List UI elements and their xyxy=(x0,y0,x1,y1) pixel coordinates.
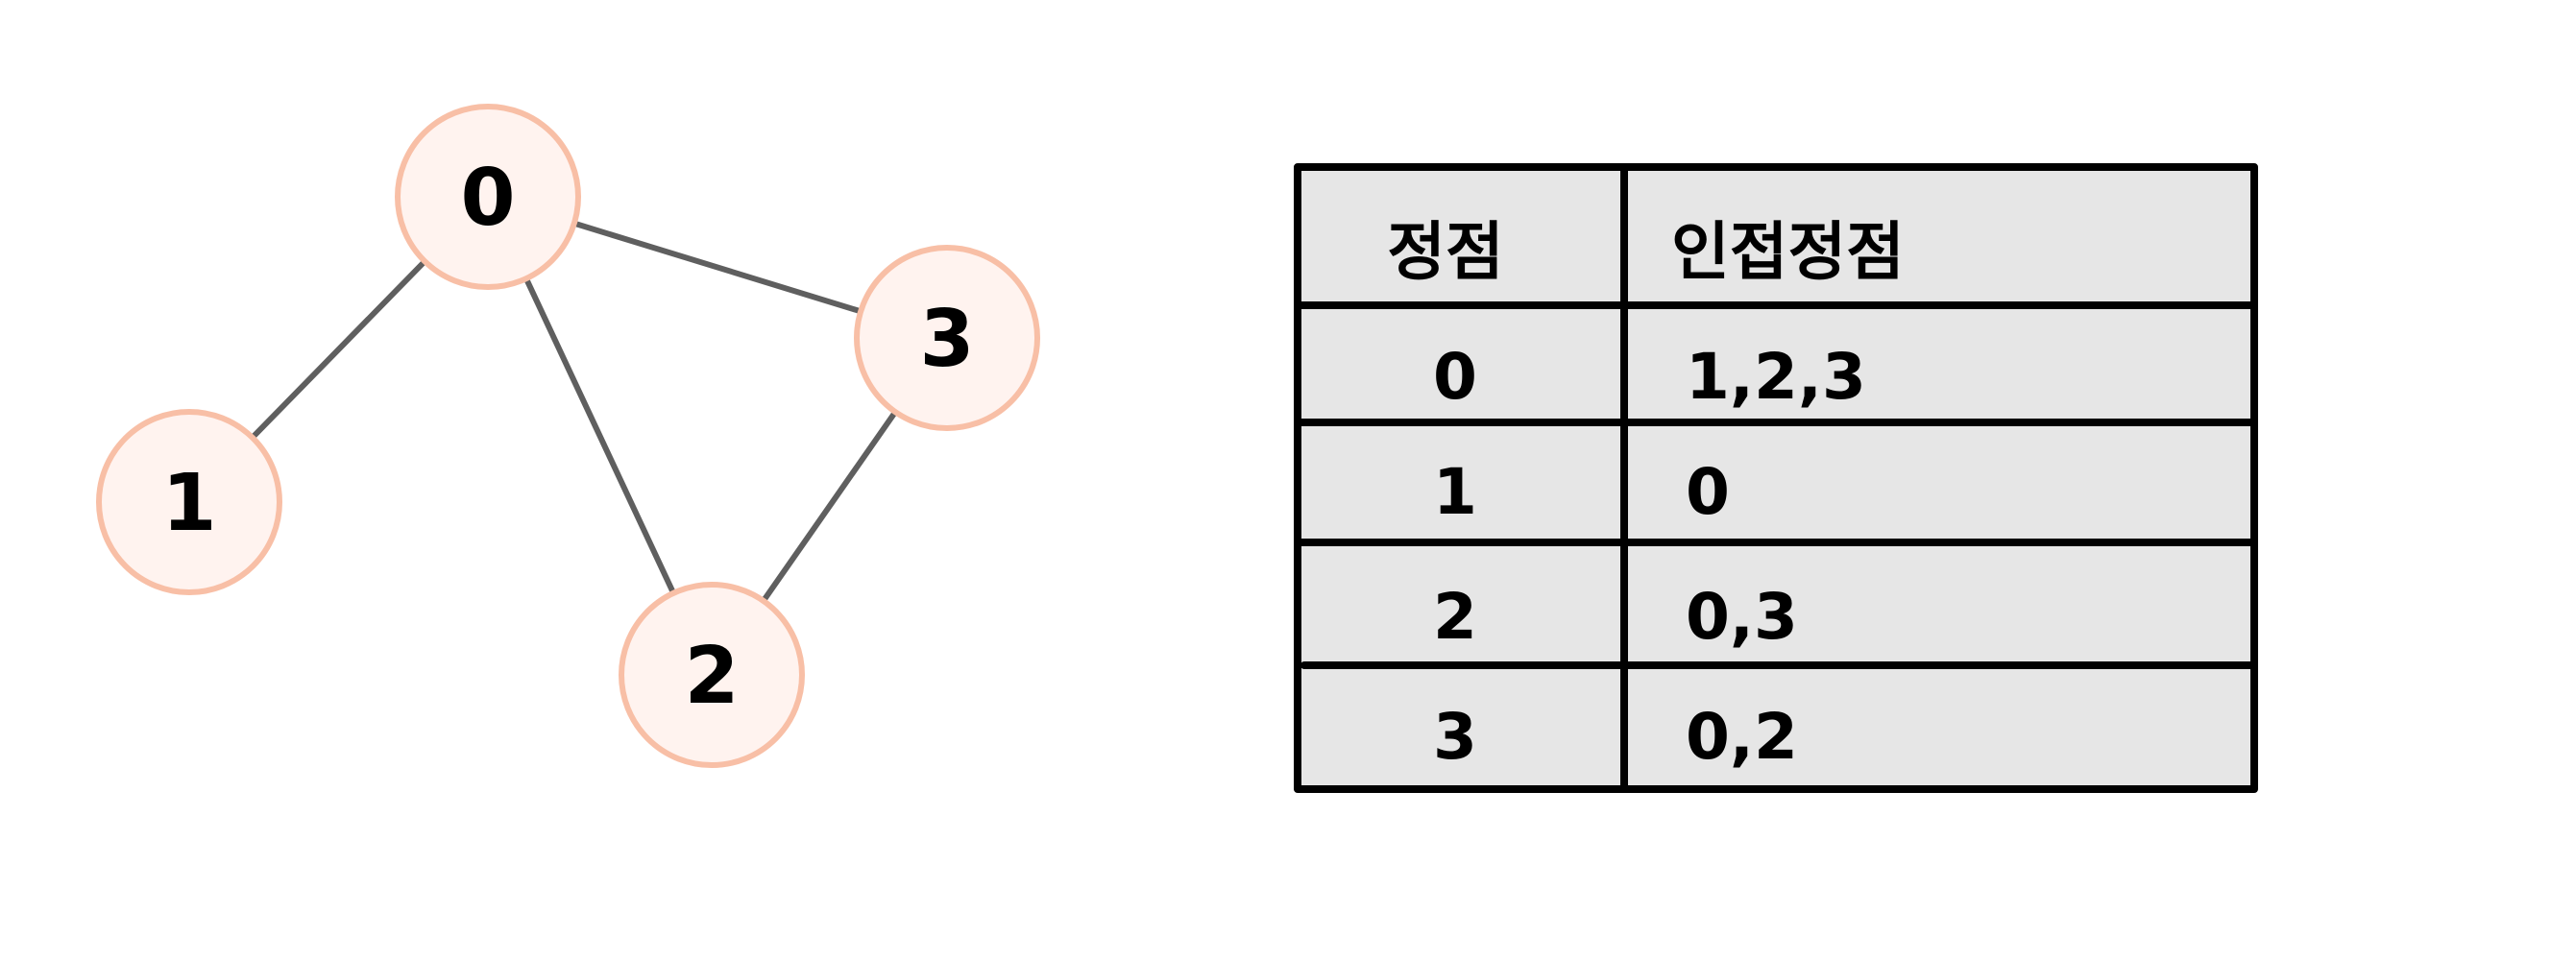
table-outer-border xyxy=(1294,163,2258,793)
node-circle xyxy=(395,104,581,290)
node-3: 3 xyxy=(854,245,1040,431)
table-background xyxy=(1298,167,2254,789)
edge-0-3 xyxy=(571,220,864,315)
adjacency-table: 정점 인접정점 0 1,2,3 1 0 2 0,3 3 0,2 xyxy=(1294,163,2258,793)
edge-0-2 xyxy=(522,276,677,596)
table-header-vertex: 정점 xyxy=(1387,215,1503,289)
node-label: 0 xyxy=(460,153,515,244)
table-row-2-vertex: 2 xyxy=(1433,580,1477,654)
table-header-adjacent: 인접정점 xyxy=(1671,215,1905,289)
node-label: 1 xyxy=(161,458,216,549)
table-row-1-adjacent: 0 xyxy=(1686,455,1730,529)
edge-2-3 xyxy=(760,409,899,604)
table-row-3-vertex: 3 xyxy=(1433,700,1477,774)
node-label: 2 xyxy=(684,631,739,722)
node-circle xyxy=(854,245,1040,431)
node-2: 2 xyxy=(619,582,805,768)
table-grid-lines xyxy=(1294,163,2258,793)
table-row-1-vertex: 1 xyxy=(1433,455,1477,529)
graph-edges xyxy=(249,220,899,604)
node-circle xyxy=(96,409,282,595)
table-row-3-adjacent: 0,2 xyxy=(1686,700,1798,774)
node-circle xyxy=(619,582,805,768)
table-row-0-vertex: 0 xyxy=(1433,340,1477,414)
node-1: 1 xyxy=(96,409,282,595)
node-label: 3 xyxy=(919,294,974,385)
edge-0-1 xyxy=(249,258,428,441)
node-0: 0 xyxy=(395,104,581,290)
table-row-2-adjacent: 0,3 xyxy=(1686,580,1798,654)
graph-nodes: 0 1 2 3 xyxy=(96,104,1040,768)
table-row-0-adjacent: 1,2,3 xyxy=(1686,340,1866,414)
